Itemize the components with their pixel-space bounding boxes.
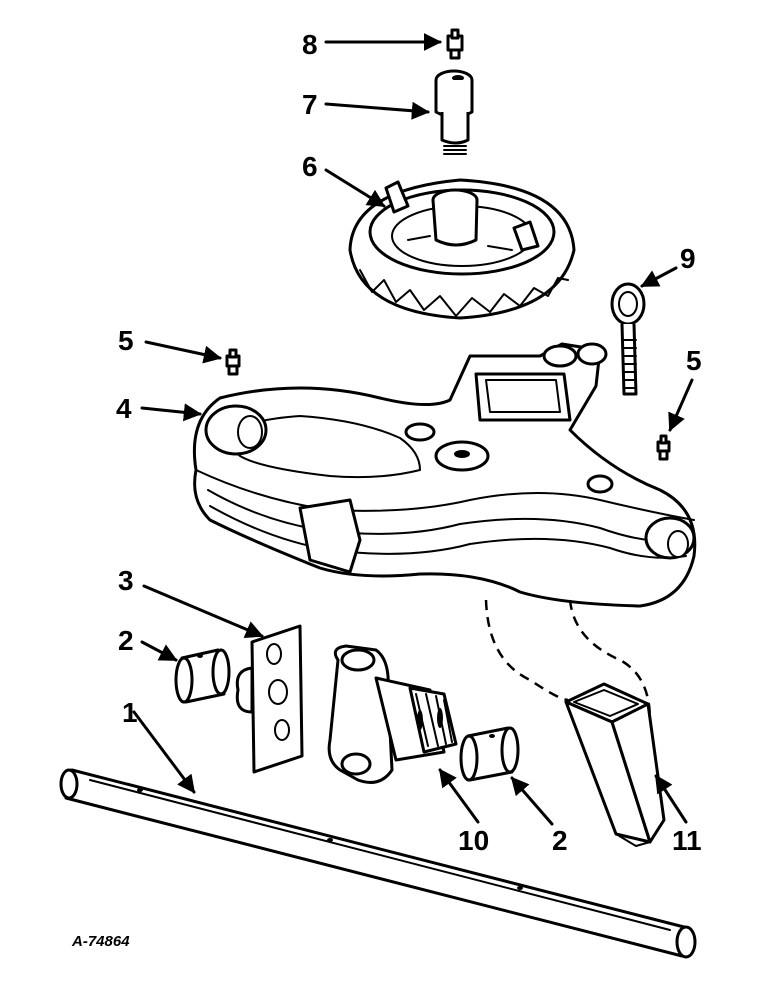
callout-1: 1: [122, 697, 138, 728]
callout-9: 9: [680, 243, 696, 274]
callout-10: 10: [458, 825, 489, 856]
leader-4: [140, 403, 202, 422]
part-1-shaft: [59, 768, 697, 959]
callout-2-left: 2: [118, 625, 134, 656]
alignment-dashed-lines: [484, 599, 652, 721]
leader-1: [132, 710, 196, 794]
part-4-housing: [192, 342, 697, 608]
callout-4: 4: [116, 393, 132, 424]
callout-3: 3: [118, 565, 134, 596]
callout-labels: 8 7 6 9 5 5 4 3 2 1 10 2 11: [116, 29, 702, 856]
part-11-spout: [564, 682, 666, 847]
part-2-bushing-left: [174, 648, 231, 704]
leader-5-left: [144, 340, 222, 364]
leader-arrows: [132, 33, 694, 826]
part-8-grease-fitting: [446, 28, 464, 60]
callout-8: 8: [302, 29, 318, 60]
callout-11: 11: [672, 825, 702, 856]
leader-3: [142, 584, 264, 638]
part-7-stud: [434, 69, 474, 155]
part-6-bevel-gear: [348, 178, 576, 320]
leader-11: [654, 774, 688, 824]
callout-2-right: 2: [552, 825, 568, 856]
leader-6: [324, 168, 386, 208]
part-5-grease-fitting-right: [656, 434, 671, 461]
part-2-bushing-right: [459, 726, 520, 782]
part-3-gasket: [235, 624, 304, 774]
leader-2-left: [140, 640, 178, 662]
figure-code: A-74864: [71, 933, 130, 950]
leader-9: [640, 266, 678, 288]
part-9-eye-bolt: [610, 282, 646, 396]
callout-6: 6: [302, 151, 318, 182]
callout-5-left: 5: [118, 325, 134, 356]
leader-7: [324, 101, 430, 120]
callout-7: 7: [302, 89, 318, 120]
leader-2-right: [510, 776, 554, 826]
leader-5-right: [668, 378, 694, 432]
leader-10: [438, 768, 480, 824]
part-5-grease-fitting-left: [225, 348, 241, 376]
part-10-pinion-housing: [327, 644, 458, 784]
callout-5-right: 5: [686, 345, 702, 376]
